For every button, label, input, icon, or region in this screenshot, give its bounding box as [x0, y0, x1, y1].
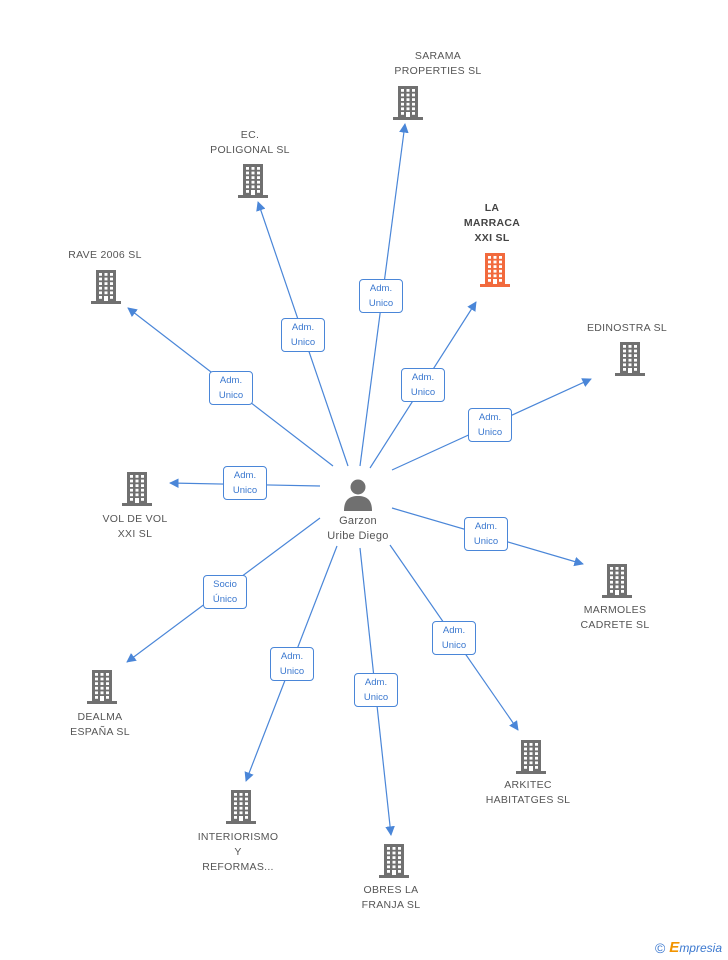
building-icon[interactable]	[393, 86, 423, 120]
company-name: SARAMA PROPERTIES SL	[394, 50, 482, 77]
company-node-ec-poligonal[interactable]: EC. POLIGONAL SL	[175, 128, 325, 156]
building-icon[interactable]	[615, 342, 645, 376]
relation-line: Unico	[410, 387, 436, 398]
building-icon[interactable]	[226, 790, 256, 824]
relation-line: Adm.	[280, 651, 304, 662]
relation-line: Unico	[218, 390, 244, 401]
relation-line: Adm.	[369, 283, 393, 294]
company-name: EDINOSTRA SL	[586, 322, 668, 334]
building-icon[interactable]	[87, 670, 117, 704]
building-icon[interactable]	[122, 472, 152, 506]
company-name: INTERIORISMO Y REFORMAS...	[197, 831, 279, 873]
relation-tag-obres-la-franja: Adm. Unico	[354, 673, 398, 707]
relation-line: Adm.	[478, 412, 502, 423]
relation-tag-edinostra: Adm. Unico	[468, 408, 512, 442]
relation-line: Unico	[477, 427, 503, 438]
company-node-interiorismo[interactable]: INTERIORISMO Y REFORMAS...	[163, 830, 313, 873]
relation-line: Unico	[441, 640, 467, 651]
relation-tag-ec-poligonal: Adm. Unico	[281, 318, 325, 352]
relation-tag-interiorismo: Adm. Unico	[270, 647, 314, 681]
copyright-icon: ©	[654, 939, 666, 956]
footer-brand[interactable]: © Empresia	[655, 939, 722, 956]
relation-line: Unico	[279, 666, 305, 677]
relation-line: Unico	[368, 298, 394, 309]
company-node-vol-de-vol[interactable]: VOL DE VOL XXI SL	[60, 512, 210, 540]
company-name: OBRES LA FRANJA SL	[361, 884, 421, 911]
brand-logo: Empresia	[669, 939, 722, 956]
relation-tag-rave-2006: Adm. Unico	[209, 371, 253, 405]
relation-line: Socio	[213, 579, 237, 590]
company-node-sarama[interactable]: SARAMA PROPERTIES SL	[363, 49, 513, 77]
person-name: Garzon Uribe Diego	[327, 515, 389, 542]
relation-line: Unico	[473, 536, 499, 547]
company-name: EC. POLIGONAL SL	[210, 129, 290, 156]
relation-line: Adm.	[411, 372, 435, 383]
building-icon[interactable]	[379, 844, 409, 878]
brand-name: mpresia	[679, 941, 722, 955]
relation-line: Adm.	[233, 470, 257, 481]
building-icon[interactable]	[91, 270, 121, 304]
company-name: DEALMA ESPAÑA SL	[70, 711, 130, 738]
building-icon[interactable]	[602, 564, 632, 598]
relation-line: Adm.	[364, 677, 388, 688]
relation-line: Adm.	[291, 322, 315, 333]
relation-line: Unico	[232, 485, 258, 496]
building-icon[interactable]	[480, 253, 510, 287]
relation-line: Único	[212, 594, 238, 605]
brand-initial: E	[669, 939, 680, 956]
company-name: RAVE 2006 SL	[68, 249, 142, 261]
company-name: ARKITEC HABITATGES SL	[485, 779, 571, 806]
company-node-rave-2006[interactable]: RAVE 2006 SL	[30, 248, 180, 261]
relation-tag-la-marraca: Adm. Unico	[401, 368, 445, 402]
relation-line: Unico	[363, 692, 389, 703]
center-person-node[interactable]: Garzon Uribe Diego	[300, 478, 416, 544]
relation-tag-marmoles-cadrete: Adm. Unico	[464, 517, 508, 551]
relation-tag-arkitec: Adm. Unico	[432, 621, 476, 655]
relation-line: Adm.	[442, 625, 466, 636]
company-node-edinostra[interactable]: EDINOSTRA SL	[552, 321, 702, 334]
building-icon[interactable]	[238, 164, 268, 198]
company-node-marmoles-cadrete[interactable]: MARMOLES CADRETE SL	[540, 603, 690, 631]
relation-line: Unico	[290, 337, 316, 348]
company-node-dealma-espana[interactable]: DEALMA ESPAÑA SL	[25, 710, 175, 738]
company-name: LA MARRACA XXI SL	[463, 202, 521, 244]
relation-line: Adm.	[219, 375, 243, 386]
person-icon	[344, 479, 372, 511]
company-node-la-marraca[interactable]: LA MARRACA XXI SL	[417, 201, 567, 244]
relation-line: Adm.	[474, 521, 498, 532]
relation-tag-sarama: Adm. Unico	[359, 279, 403, 313]
company-name: VOL DE VOL XXI SL	[102, 513, 168, 540]
building-icon[interactable]	[516, 740, 546, 774]
relation-tag-vol-de-vol: Adm. Unico	[223, 466, 267, 500]
company-node-obres-la-franja[interactable]: OBRES LA FRANJA SL	[316, 883, 466, 911]
company-name: MARMOLES CADRETE SL	[580, 604, 650, 631]
company-node-arkitec[interactable]: ARKITEC HABITATGES SL	[453, 778, 603, 806]
